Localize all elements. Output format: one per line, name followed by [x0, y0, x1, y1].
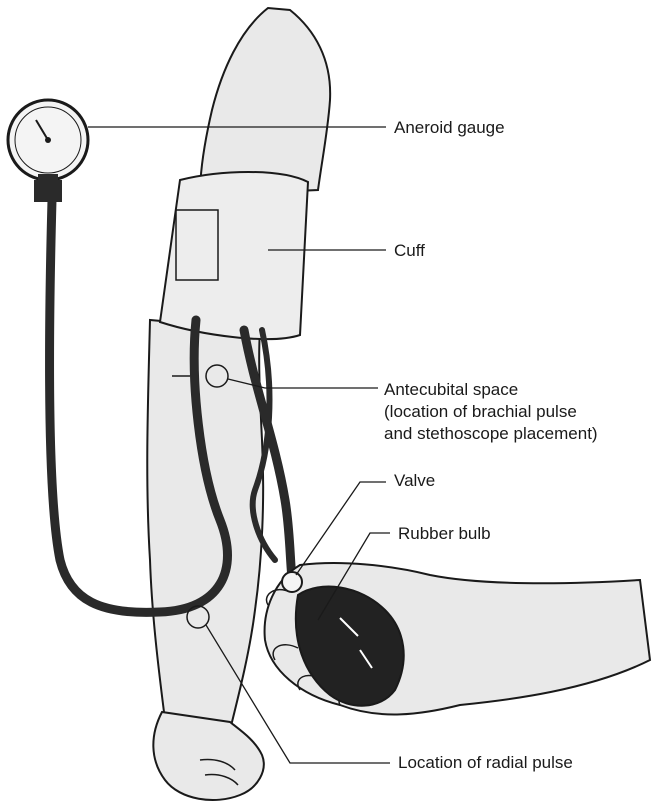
left-hand	[153, 712, 263, 800]
antecubital-label: Antecubital space (location of brachial …	[384, 379, 598, 445]
cuff-label: Cuff	[394, 240, 425, 262]
aneroid-gauge	[8, 100, 88, 202]
rubber-bulb-label: Rubber bulb	[398, 523, 491, 545]
radial-pulse-label: Location of radial pulse	[398, 752, 573, 774]
forearm	[147, 320, 263, 730]
valve	[282, 572, 302, 592]
antecubital-label-line2: (location of brachial pulse	[384, 401, 598, 423]
leader-valve	[296, 482, 386, 575]
upper-arm	[200, 8, 330, 195]
antecubital-label-line1: Antecubital space	[384, 379, 598, 401]
valve-label: Valve	[394, 470, 435, 492]
cuff	[160, 172, 308, 339]
aneroid-gauge-label: Aneroid gauge	[394, 117, 505, 139]
antecubital-label-line3: and stethoscope placement)	[384, 423, 598, 445]
